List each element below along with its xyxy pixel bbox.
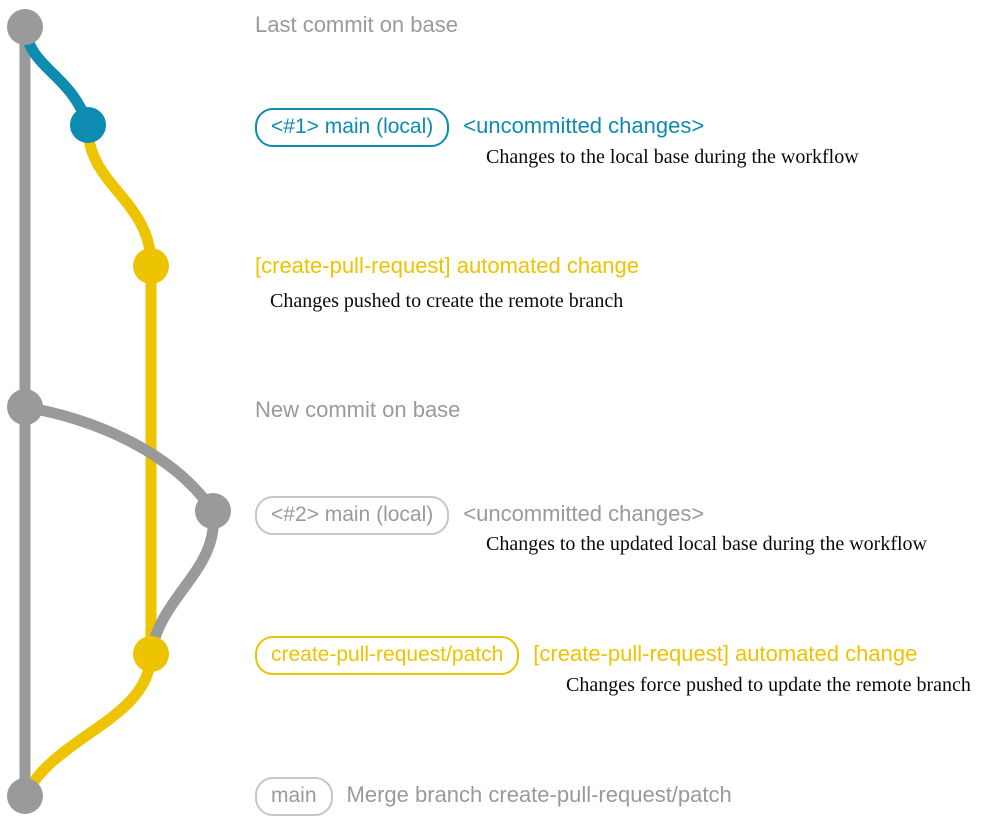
edge-patch2-to-merge: [19, 648, 157, 802]
commit-subject-merge-commit: Merge branch create-pull-request/patch: [346, 782, 732, 807]
commit-node-last-commit-on-base[interactable]: [7, 9, 43, 45]
commit-node-local-uncommitted-2[interactable]: [195, 493, 231, 529]
commit-row-local-uncommitted-1: <#1> main (local) <uncommitted changes>: [255, 108, 704, 147]
commit-node-automated-change-2[interactable]: [133, 636, 169, 672]
edge-local1-to-patch1: [82, 119, 157, 272]
commit-subject-local-uncommitted-2: <uncommitted changes>: [463, 501, 705, 526]
commit-subject-last-commit-on-base: Last commit on base: [255, 12, 458, 37]
ref-badge-main-local-1[interactable]: <#1> main (local): [255, 108, 450, 147]
ref-badge-main[interactable]: main: [255, 777, 333, 816]
ref-badge-create-pull-request-patch[interactable]: create-pull-request/patch: [255, 636, 520, 675]
commit-subject-new-commit-on-base: New commit on base: [255, 397, 461, 422]
commit-node-merge-commit[interactable]: [7, 778, 43, 814]
commit-subject-automated-change-2: [create-pull-request] automated change: [533, 641, 918, 666]
commit-node-new-commit-on-base[interactable]: [7, 389, 43, 425]
commit-note-automated-change-1: Changes pushed to create the remote bran…: [270, 290, 624, 312]
commit-node-automated-change-1[interactable]: [133, 248, 169, 284]
commit-note-local-uncommitted-1: Changes to the local base during the wor…: [486, 146, 859, 168]
commit-node-local-uncommitted-1[interactable]: [70, 107, 106, 143]
commit-subject-automated-change-1: [create-pull-request] automated change: [255, 253, 640, 278]
edge-base2-to-local2: [19, 401, 219, 517]
commit-row-local-uncommitted-2: <#2> main (local) <uncommitted changes>: [255, 496, 704, 535]
commit-subject-local-uncommitted-1: <uncommitted changes>: [463, 113, 705, 138]
commit-row-merge-commit: main Merge branch create-pull-request/pa…: [255, 777, 732, 816]
commit-note-local-uncommitted-2: Changes to the updated local base during…: [486, 533, 927, 555]
edge-local2-to-patch2: [145, 505, 220, 660]
commit-row-automated-change-2: create-pull-request/patch [create-pull-r…: [255, 636, 917, 675]
ref-badge-main-local-2[interactable]: <#2> main (local): [255, 496, 450, 535]
commit-note-automated-change-2: Changes force pushed to update the remot…: [566, 674, 971, 696]
